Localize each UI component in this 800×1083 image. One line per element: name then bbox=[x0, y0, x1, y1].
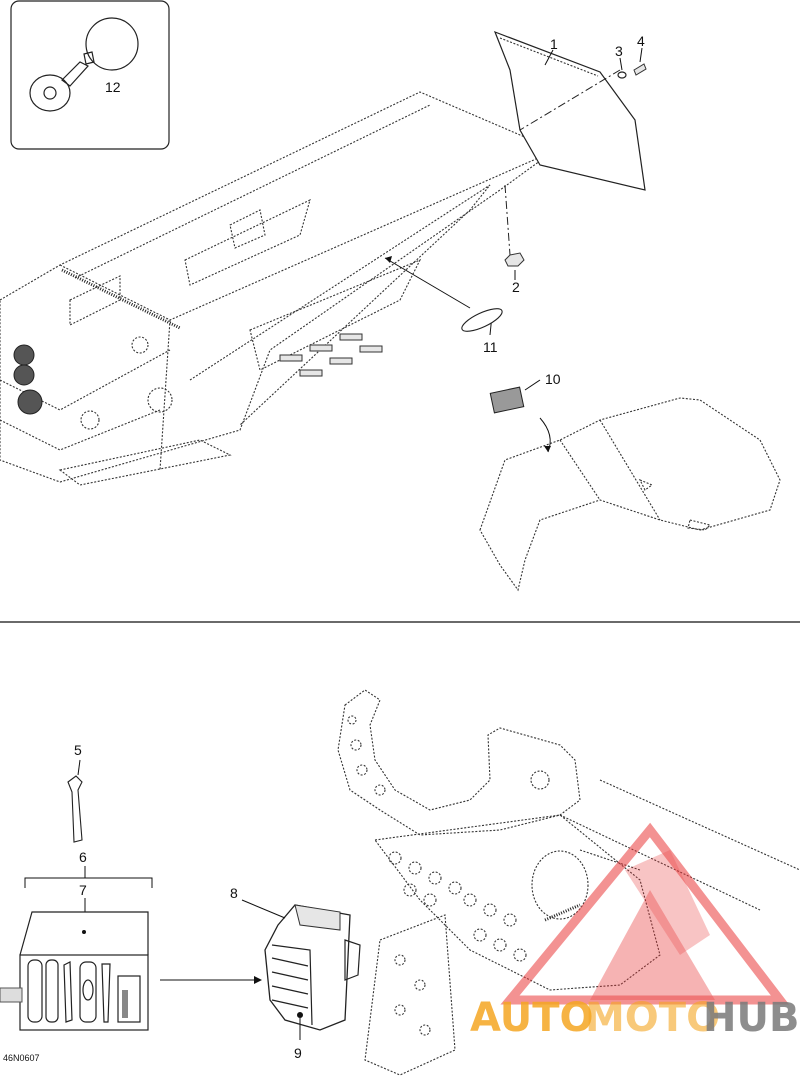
callout-4: 4 bbox=[637, 33, 645, 49]
diagram-code: 46N0607 bbox=[3, 1053, 40, 1063]
frame-holes bbox=[347, 715, 550, 1036]
watermark-logo bbox=[500, 822, 790, 1005]
tool-kit-bag bbox=[0, 911, 149, 1031]
washer bbox=[617, 71, 627, 79]
storage-box bbox=[264, 904, 361, 1031]
callout-9: 9 bbox=[294, 1045, 302, 1061]
side-panel bbox=[479, 397, 781, 592]
callout-7: 7 bbox=[79, 882, 87, 898]
snow-flap bbox=[493, 30, 646, 256]
callout-1: 1 bbox=[550, 36, 558, 52]
watermark-moto: MOTO bbox=[585, 995, 720, 1041]
callout-8: 8 bbox=[230, 885, 238, 901]
callout-11: 11 bbox=[483, 339, 498, 355]
tools-in-pouch bbox=[27, 959, 141, 1023]
spanner-wrench bbox=[67, 775, 83, 843]
reflector-patch bbox=[489, 386, 525, 414]
screw bbox=[633, 63, 647, 76]
watermark-hub: HUB bbox=[703, 995, 799, 1041]
callout-5: 5 bbox=[74, 742, 82, 758]
front-frame bbox=[337, 689, 800, 1076]
callout-10: 10 bbox=[545, 371, 561, 387]
horn-inset: 12 bbox=[10, 0, 170, 150]
watermark-auto: AUTO bbox=[470, 995, 594, 1041]
horn-illustration bbox=[29, 17, 139, 112]
decal-oval bbox=[461, 308, 503, 332]
running-board-slots bbox=[279, 333, 383, 377]
nut bbox=[504, 252, 525, 267]
callout-6: 6 bbox=[79, 849, 87, 865]
tunnel-assembly bbox=[0, 91, 557, 486]
callout-12: 12 bbox=[105, 79, 121, 95]
callout-2: 2 bbox=[512, 279, 520, 295]
watermark-text: AUTO MOTO HUB bbox=[470, 995, 799, 1041]
callout-3: 3 bbox=[615, 43, 623, 59]
